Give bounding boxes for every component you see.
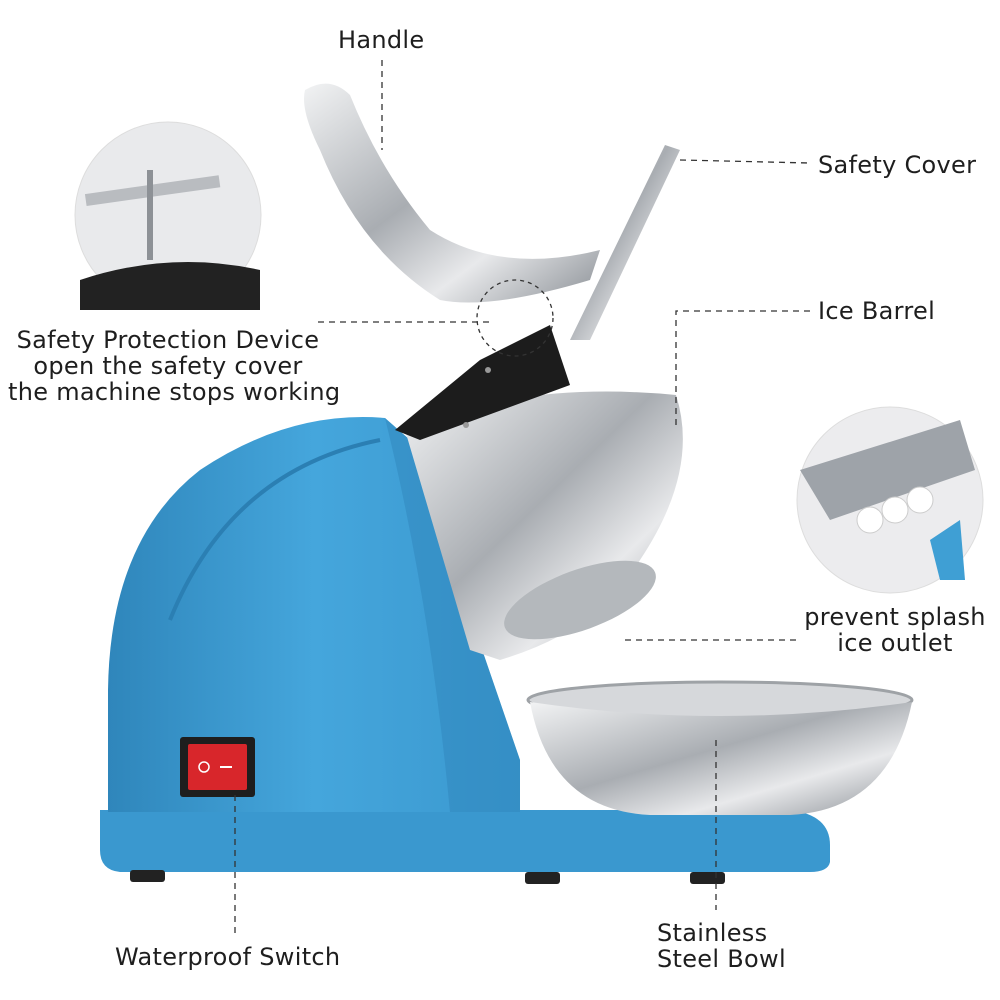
barrel-outlet — [504, 560, 656, 640]
body-groove — [168, 438, 381, 621]
bowl-line-1: Stainless — [657, 919, 768, 947]
waterproof-switch[interactable] — [188, 744, 247, 790]
screw-2 — [463, 422, 469, 428]
switch-off-icon — [198, 761, 210, 773]
ice-outlet-line-1: prevent splash — [804, 603, 986, 631]
machine-base — [100, 810, 830, 872]
leader-safety-cover — [679, 159, 811, 164]
inset-safety-device — [74, 121, 262, 310]
body-front-panel — [385, 418, 520, 812]
label-safety-cover: Safety Cover — [818, 151, 977, 179]
bowl-line-2: Steel Bowl — [657, 945, 786, 973]
safety-device-line-3: the machine stops working — [8, 378, 341, 406]
safety-device-line-2: open the safety cover — [33, 352, 303, 380]
label-ice-barrel: Ice Barrel — [818, 297, 936, 325]
leader-ice-barrel — [675, 310, 810, 430]
ice-outlet-line-2: ice outlet — [837, 629, 953, 657]
label-ice-outlet: prevent splash ice outlet — [795, 604, 995, 656]
leader-lines — [234, 60, 811, 935]
foot-left — [130, 870, 165, 882]
label-bowl: Stainless Steel Bowl — [657, 920, 786, 972]
stainless-steel-bowl — [530, 702, 912, 815]
safety-device-marker — [476, 279, 554, 357]
label-safety-device: Safety Protection Device open the safety… — [8, 326, 341, 406]
label-handle: Handle — [338, 26, 425, 54]
screw-1 — [485, 367, 491, 373]
handle — [304, 83, 600, 303]
label-waterproof-switch: Waterproof Switch — [115, 943, 341, 971]
safety-device-line-1: Safety Protection Device — [16, 326, 320, 354]
foot-right — [690, 872, 725, 884]
foot-mid — [525, 872, 560, 884]
safety-cover — [570, 145, 680, 340]
inset-ice-outlet — [796, 406, 984, 594]
black-plate — [395, 325, 570, 440]
